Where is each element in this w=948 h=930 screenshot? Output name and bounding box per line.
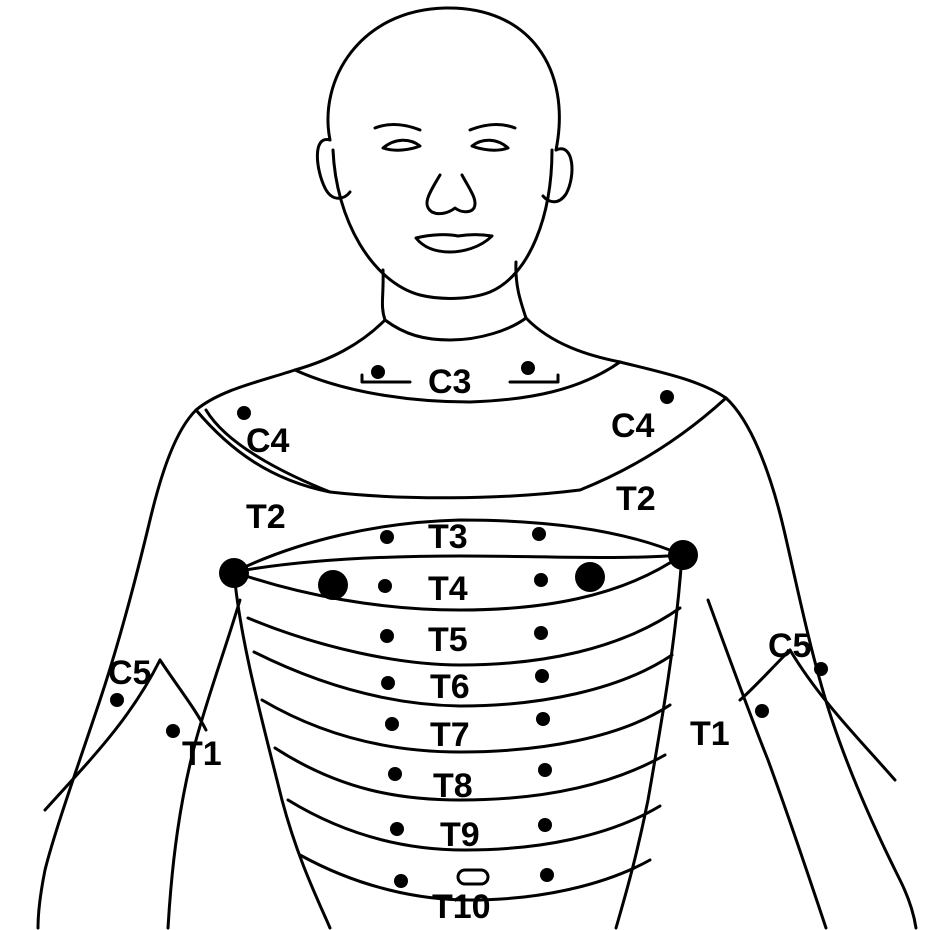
right-eyebrow	[470, 124, 515, 130]
point-c4-left	[237, 406, 251, 420]
face-features	[375, 124, 515, 252]
label-t8: T8	[433, 767, 473, 805]
label-t5: T5	[428, 621, 468, 659]
point-c3-right	[521, 361, 535, 375]
label-t6: T6	[430, 668, 470, 706]
point-t8-right	[538, 763, 552, 777]
label-c5-right: C5	[768, 627, 811, 665]
point-t10-left	[394, 874, 408, 888]
point-t1-right	[755, 704, 769, 718]
head-outline	[317, 8, 572, 298]
label-c4-left: C4	[246, 422, 290, 460]
label-t1-left: T1	[182, 735, 222, 773]
left-eye	[383, 140, 420, 150]
point-t8-left	[388, 767, 402, 781]
label-t3: T3	[428, 518, 468, 556]
point-t5-right	[534, 626, 548, 640]
umbilicus	[458, 870, 488, 884]
point-t3-right	[532, 527, 546, 541]
point-t4-left	[378, 579, 392, 593]
left-eyebrow	[375, 124, 420, 130]
point-t3-left	[380, 530, 394, 544]
point-nipple-left	[318, 570, 348, 600]
label-t7: T7	[430, 716, 470, 754]
point-t4-right	[534, 573, 548, 587]
point-t6-left	[381, 676, 395, 690]
point-t7-left	[385, 717, 399, 731]
label-t1-right: T1	[690, 715, 730, 753]
point-c5-right	[814, 662, 828, 676]
torso-left-side	[234, 572, 330, 928]
neck	[295, 262, 620, 370]
right-eye	[472, 140, 508, 150]
nose	[427, 175, 475, 214]
label-t4: T4	[428, 570, 468, 608]
point-c3-left	[371, 365, 385, 379]
label-c3: C3	[428, 363, 471, 401]
label-c5-left: C5	[108, 654, 151, 692]
point-axilla-left	[219, 558, 249, 588]
point-t7-right	[536, 712, 550, 726]
label-c4-right: C4	[611, 407, 655, 445]
point-nipple-right	[575, 562, 605, 592]
label-t2-left: T2	[246, 498, 286, 536]
point-t1-left	[166, 724, 180, 738]
mouth	[416, 235, 492, 253]
point-axilla-right	[668, 540, 698, 570]
points	[110, 361, 828, 888]
labels: C3 C4 C4 T2 T2 T3 T4 T5 T6 T7 T8 T9 T10 …	[108, 363, 811, 926]
point-c5-left	[110, 693, 124, 707]
label-t10: T10	[432, 888, 491, 926]
label-t9: T9	[440, 816, 480, 854]
label-t2-right: T2	[616, 480, 656, 518]
point-t10-right	[540, 868, 554, 882]
point-t9-left	[390, 822, 404, 836]
point-t5-left	[380, 629, 394, 643]
point-c4-right	[660, 390, 674, 404]
point-t9-right	[538, 818, 552, 832]
point-t6-right	[535, 669, 549, 683]
